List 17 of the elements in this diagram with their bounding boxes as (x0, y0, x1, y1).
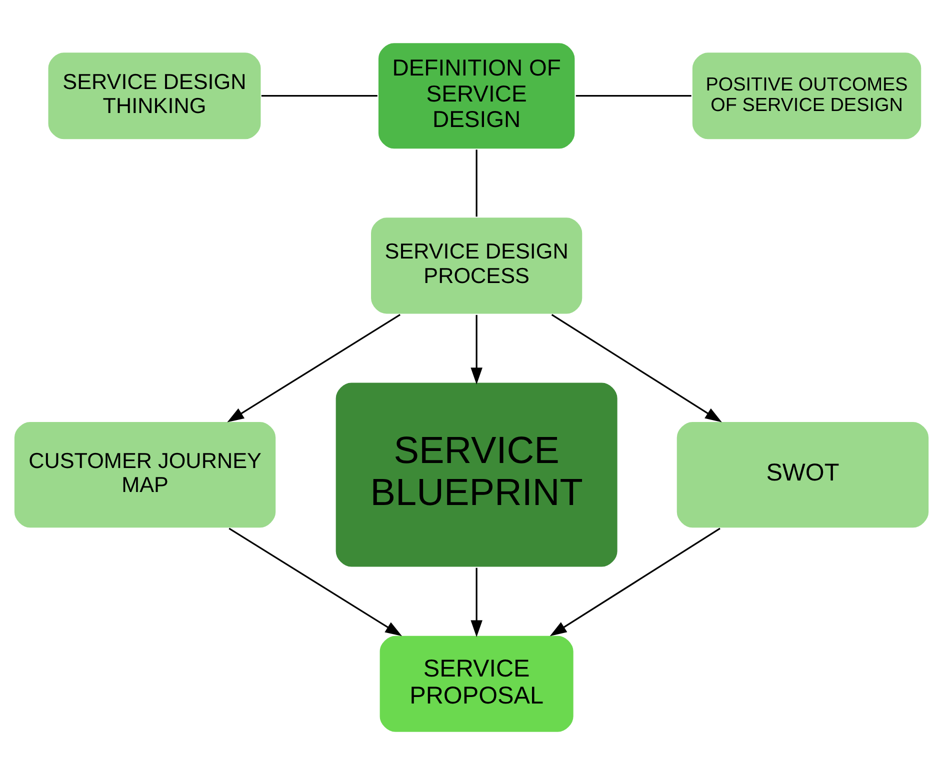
arrow (228, 528, 402, 636)
connector (261, 95, 378, 97)
node-box: SERVICE DESIGN THINKING (46, 51, 262, 141)
node-box: POSITIVE OUTCOMES OF SERVICE DESIGN (691, 51, 922, 141)
arrow (470, 568, 482, 638)
arrow (550, 528, 720, 636)
node-box: DEFINITION OF SERVICE DESIGN (377, 42, 576, 150)
arrow (227, 314, 401, 422)
connector (476, 150, 478, 217)
node-box: SWOT (676, 420, 930, 529)
node-box: CUSTOMER JOURNEY MAP (13, 420, 277, 529)
arrow (470, 314, 482, 384)
connector (576, 95, 692, 97)
arrow (551, 314, 722, 422)
node-box: SERVICE BLUEPRINT (334, 381, 619, 568)
node-box: SERVICE DESIGN PROCESS (370, 216, 584, 316)
node-box: SERVICE PROPOSAL (378, 634, 575, 734)
